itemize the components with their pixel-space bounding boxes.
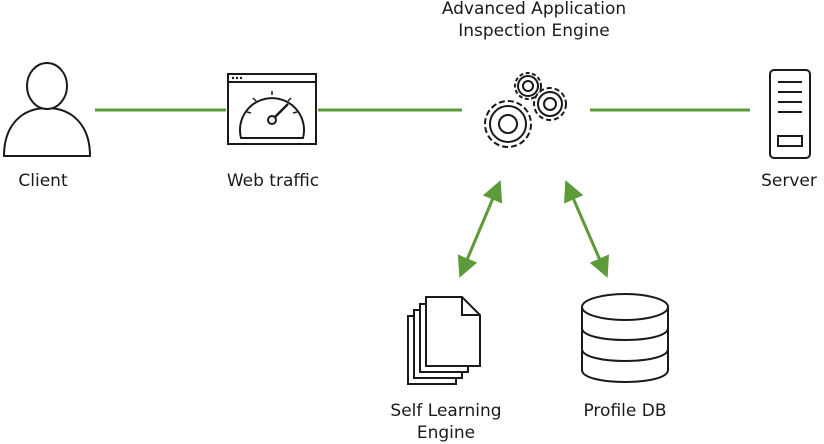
server-icon (769, 69, 811, 159)
server-label: Server (761, 171, 817, 191)
arrow-engine-profiledb (564, 180, 609, 278)
client-label: Client (18, 171, 68, 191)
database-icon (581, 293, 669, 383)
web-traffic-label: Web traffic (226, 171, 320, 191)
gears-icon (484, 72, 567, 148)
profile-db-label: Profile DB (583, 401, 667, 421)
speedometer-browser-icon (227, 73, 317, 145)
user-icon (2, 62, 92, 157)
self-learning-engine-label: Self Learning Engine (390, 401, 502, 443)
engine-label: Advanced Application Inspection Engine (441, 0, 627, 41)
arrow-engine-selflearning (457, 180, 503, 278)
documents-stack-icon (407, 296, 481, 385)
